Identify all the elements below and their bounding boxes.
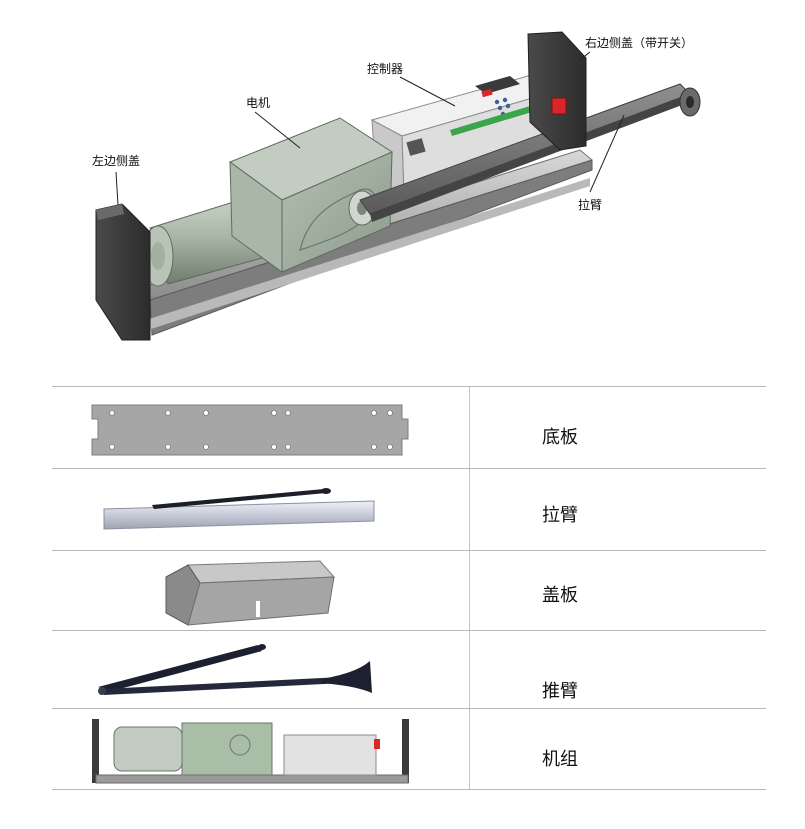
table-row: 盖板: [52, 550, 766, 630]
callout-right-cover: 右边侧盖（带开关）: [585, 36, 694, 50]
gearbox: [228, 117, 394, 273]
push-arm-icon: [52, 631, 469, 708]
table-divider: [469, 386, 470, 790]
table-row: 拉臂: [52, 468, 766, 550]
base-plate-icon: [52, 387, 469, 468]
callout-leaders: [115, 51, 625, 206]
callout-motor: 电机: [246, 96, 271, 110]
left-side-cover: [95, 203, 151, 341]
part-label-cover-plate: 盖板: [542, 585, 578, 606]
table-row: 底板: [52, 386, 766, 468]
cover-plate-icon: [52, 551, 469, 630]
part-label-machine-unit: 机组: [542, 749, 578, 770]
right-side-cover: [527, 31, 587, 151]
callout-arm: 拉臂: [578, 198, 603, 212]
part-label-base-plate: 底板: [542, 427, 578, 448]
pull-arm-bar: [359, 83, 701, 222]
pull-arm-icon: [52, 469, 469, 550]
machine-unit-icon: [52, 709, 469, 789]
callout-left-cover: 左边侧盖: [92, 154, 141, 168]
part-label-push-arm: 推臂: [542, 681, 578, 702]
table-row: 机组: [52, 708, 766, 790]
part-label-pull-arm: 拉臂: [542, 505, 578, 526]
operator-assembly-diagram: 左边侧盖 电机 控制器 右边侧盖（带开关） 拉臂: [0, 0, 805, 370]
parts-table: 底板 拉臂: [52, 386, 766, 790]
callout-controller: 控制器: [367, 62, 404, 76]
assembly-illustration: [95, 31, 701, 341]
table-row: 推臂: [52, 630, 766, 708]
